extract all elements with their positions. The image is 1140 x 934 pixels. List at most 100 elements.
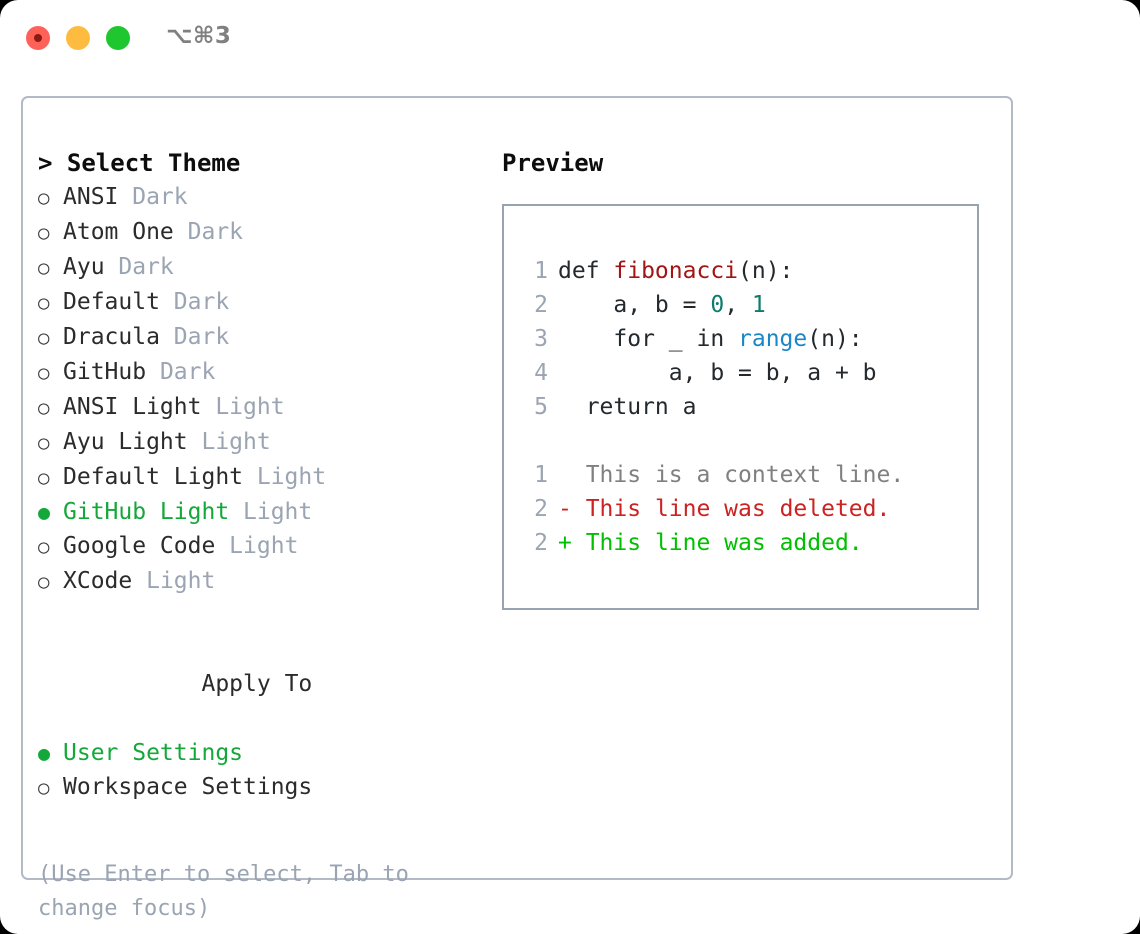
diff-line-add: 2 + This line was added. bbox=[520, 526, 904, 560]
theme-option-label: Google Code bbox=[63, 533, 216, 559]
line-number: 5 bbox=[534, 394, 548, 420]
line-number: 2 bbox=[534, 530, 548, 556]
code-line-text: a, b = b, a + b bbox=[558, 356, 877, 390]
section-spacer bbox=[38, 599, 488, 633]
code-line: 5 return a bbox=[520, 390, 904, 424]
theme-option-label: Ayu Light bbox=[63, 429, 188, 455]
code-line-text: a, b = 0, 1 bbox=[558, 288, 766, 322]
theme-option-label: GitHub bbox=[63, 359, 147, 385]
theme-option-label: Ayu bbox=[63, 254, 105, 280]
theme-picker-header: > Select Theme bbox=[38, 149, 241, 177]
theme-option-variant: Dark bbox=[159, 289, 230, 315]
diff-line-text: This is a context line. bbox=[571, 462, 905, 488]
minimize-button[interactable] bbox=[66, 26, 90, 50]
code-token-plain: (n): bbox=[738, 258, 794, 284]
diff-marker: - bbox=[558, 496, 572, 522]
code-line-text: def fibonacci(n): bbox=[558, 254, 793, 288]
theme-picker: > Select Theme ○ANSI Dark○Atom One Dark○… bbox=[38, 146, 488, 805]
code-token-plain: a, b = bbox=[558, 292, 711, 318]
radio-unselected-icon: ○ bbox=[38, 222, 50, 244]
diff-line-ctx: 1 This is a context line. bbox=[520, 458, 904, 492]
theme-option-variant: Light bbox=[229, 499, 313, 525]
apply-to-option-user-settings[interactable]: ● User Settings bbox=[38, 736, 488, 770]
theme-option-google-code[interactable]: ○Google Code Light bbox=[38, 529, 488, 564]
theme-option-default-light[interactable]: ○Default Light Light bbox=[38, 460, 488, 495]
code-token-plain: def bbox=[558, 258, 614, 284]
line-number: 2 bbox=[534, 496, 548, 522]
code-line-text: for _ in range(n): bbox=[558, 322, 863, 356]
diff-line-text: This line was deleted. bbox=[571, 496, 891, 522]
theme-option-label: Default bbox=[63, 289, 160, 315]
code-token-plain: (n): bbox=[807, 326, 863, 352]
zoom-button[interactable] bbox=[106, 26, 130, 50]
radio-selected-icon: ● bbox=[38, 741, 51, 765]
apply-to-option-list[interactable]: ● User Settings ○ Workspace Settings bbox=[38, 736, 488, 805]
diff-line-text: This line was added. bbox=[571, 530, 863, 556]
code-token-num: 1 bbox=[751, 292, 766, 318]
code-token-call: range bbox=[738, 326, 808, 352]
theme-option-github[interactable]: ○ GitHub Dark bbox=[38, 355, 488, 390]
theme-option-xcode[interactable]: ○XCode Light bbox=[38, 564, 488, 599]
theme-option-variant: Dark bbox=[146, 359, 216, 385]
code-token-plain: a, b = b, a + b bbox=[558, 360, 877, 386]
radio-unselected-icon: ○ bbox=[38, 257, 50, 279]
radio-unselected-icon: ○ bbox=[38, 467, 50, 489]
theme-option-dracula[interactable]: ○Dracula Dark bbox=[38, 320, 488, 355]
theme-option-ayu-light[interactable]: ○Ayu Light Light bbox=[38, 425, 488, 460]
theme-option-ansi[interactable]: ○ANSI Dark bbox=[38, 180, 488, 215]
theme-option-label: ANSI Light bbox=[63, 394, 202, 420]
theme-option-ansi-light[interactable]: ○ ANSI Light Light bbox=[38, 390, 488, 425]
theme-option-atom-one[interactable]: ○ Atom One Dark bbox=[38, 215, 488, 250]
radio-unselected-icon: ○ bbox=[38, 432, 50, 454]
diff-marker bbox=[558, 458, 572, 492]
apply-to-option-label: Workspace Settings bbox=[63, 774, 313, 800]
code-token-plain: for _ in bbox=[558, 326, 739, 352]
keyboard-shortcut-label: ⌥⌘3 bbox=[166, 23, 232, 49]
preview-section: Preview bbox=[502, 146, 1002, 180]
close-button[interactable] bbox=[26, 26, 50, 50]
code-line-text: return a bbox=[558, 390, 697, 424]
theme-option-variant: Dark bbox=[173, 219, 244, 245]
title-bar: ⌥⌘3 bbox=[0, 0, 1140, 78]
radio-unselected-icon: ○ bbox=[38, 187, 50, 209]
line-number: 4 bbox=[534, 360, 548, 386]
code-token-plain: return a bbox=[558, 394, 697, 420]
radio-selected-icon: ● bbox=[38, 500, 51, 524]
theme-option-label: ANSI bbox=[63, 184, 119, 210]
code-line: 4 a, b = b, a + b bbox=[520, 356, 904, 390]
theme-option-github-light[interactable]: ● GitHub Light Light bbox=[38, 495, 488, 529]
radio-unselected-icon: ○ bbox=[38, 327, 50, 349]
code-token-plain: , bbox=[724, 292, 752, 318]
theme-option-variant: Dark bbox=[104, 254, 174, 280]
code-diff-separator bbox=[520, 424, 904, 458]
radio-unselected-icon: ○ bbox=[38, 292, 50, 314]
theme-option-label: Atom One bbox=[63, 219, 174, 245]
radio-unselected-icon: ○ bbox=[38, 777, 50, 799]
radio-unselected-icon: ○ bbox=[38, 571, 50, 593]
theme-option-label: GitHub Light bbox=[63, 499, 230, 525]
theme-option-label: Dracula bbox=[63, 324, 160, 350]
theme-option-ayu[interactable]: ○ Ayu Dark bbox=[38, 250, 488, 285]
code-token-fn: fibonacci bbox=[613, 258, 739, 284]
apply-to-heading: ○Apply To bbox=[38, 633, 488, 736]
apply-to-option-label: User Settings bbox=[63, 740, 244, 766]
radio-unselected-icon: ○ bbox=[38, 362, 50, 384]
theme-option-label: XCode bbox=[63, 568, 133, 594]
diff-marker: + bbox=[558, 530, 572, 556]
apply-to-option-workspace-settings[interactable]: ○ Workspace Settings bbox=[38, 770, 488, 805]
radio-unselected-icon: ○ bbox=[38, 397, 50, 419]
theme-option-default[interactable]: ○ Default Dark bbox=[38, 285, 488, 320]
preview-title: Preview bbox=[502, 149, 604, 177]
code-line: 2 a, b = 0, 1 bbox=[520, 288, 904, 322]
diff-line-del: 2- This line was deleted. bbox=[520, 492, 904, 526]
theme-option-variant: Light bbox=[215, 533, 299, 559]
line-number: 3 bbox=[534, 326, 548, 352]
theme-option-variant: Light bbox=[201, 394, 285, 420]
line-number: 2 bbox=[534, 292, 548, 318]
heading-indent: ○ bbox=[176, 668, 201, 702]
theme-option-list[interactable]: ○ANSI Dark○Atom One Dark○Ayu Dark○Defaul… bbox=[38, 180, 488, 599]
